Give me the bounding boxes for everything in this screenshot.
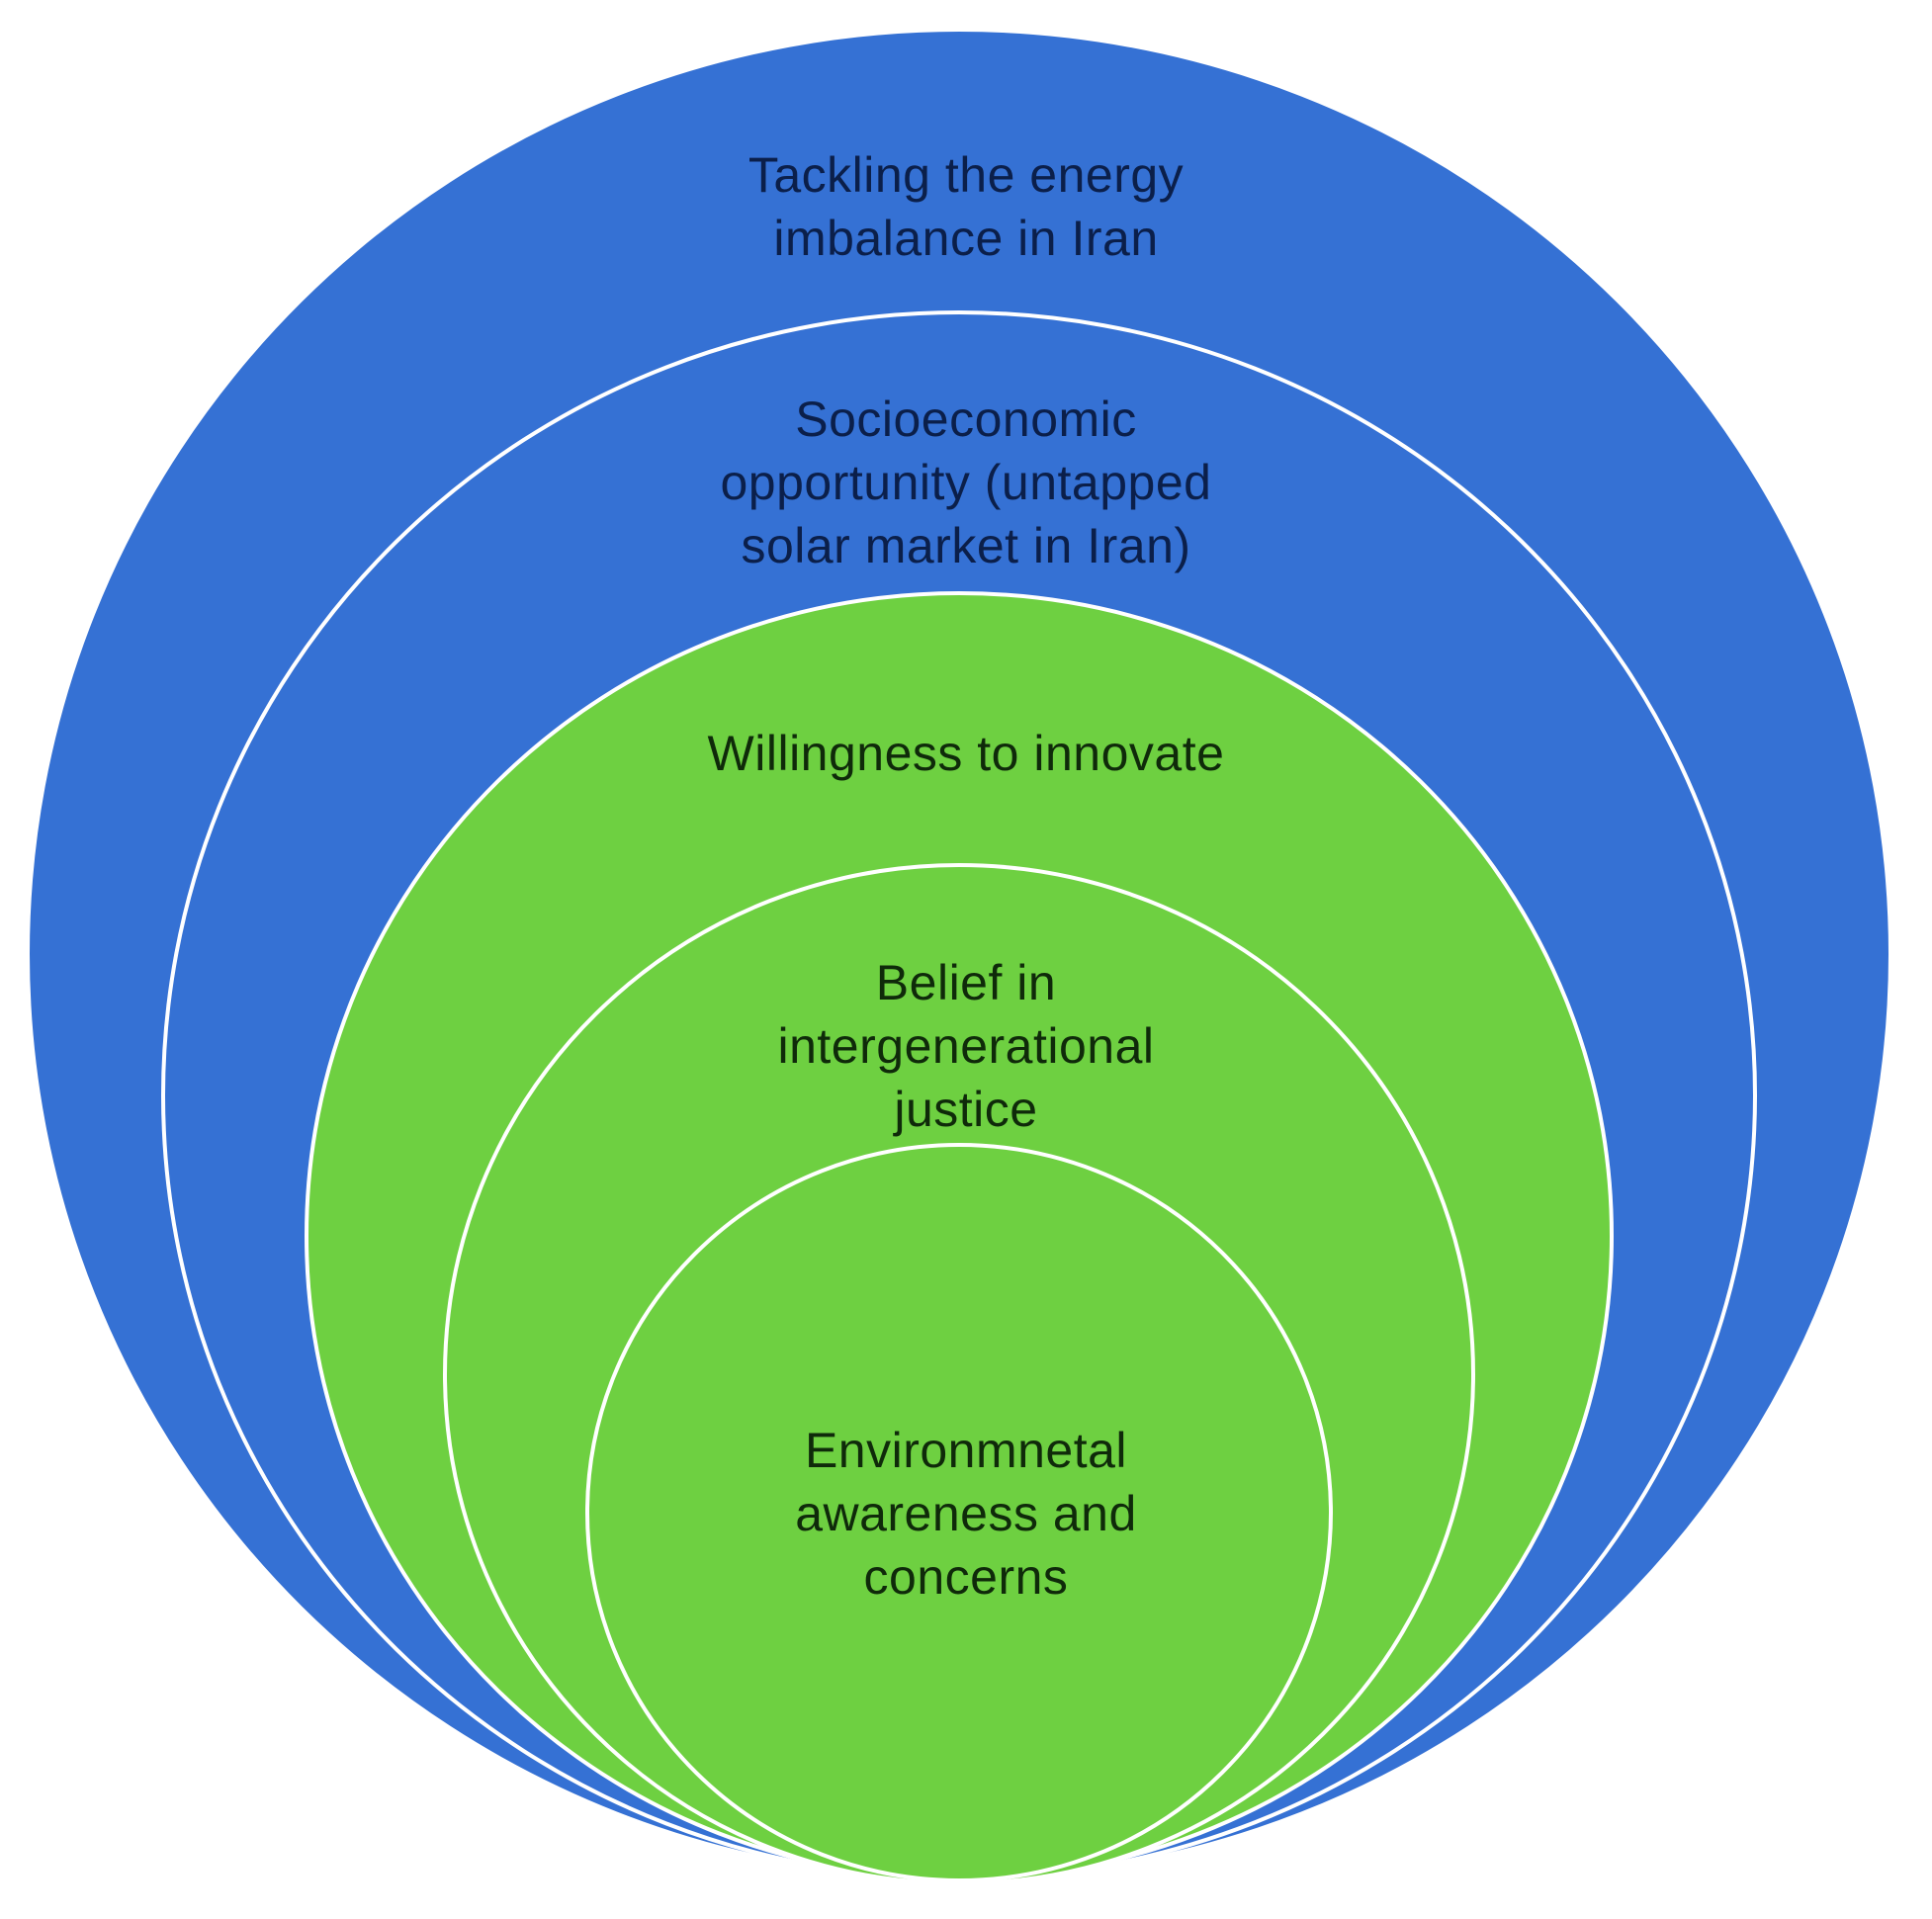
ring-5-circle — [585, 1143, 1333, 1882]
ring-5-line-3: concerns — [863, 1549, 1069, 1605]
ring-2-line-2: opportunity (untapped — [720, 455, 1212, 510]
ring-3-line-1: Willingness to innovate — [707, 726, 1225, 781]
ring-2-label: Socioeconomic opportunity (untapped sola… — [0, 388, 1932, 577]
ring-1-line-2: imbalance in Iran — [773, 211, 1159, 266]
ring-5-line-2: awareness and — [795, 1486, 1137, 1541]
ring-4-line-3: justice — [894, 1082, 1038, 1137]
ring-2-line-1: Socioeconomic — [795, 392, 1137, 447]
ring-2-line-3: solar market in Iran) — [741, 518, 1191, 573]
ring-5-line-1: Environmnetal — [804, 1423, 1128, 1478]
ring-1-label: Tackling the energy imbalance in Iran — [0, 143, 1932, 270]
ring-4-line-1: Belief in — [875, 955, 1057, 1010]
ring-5-label: Environmnetal awareness and concerns — [0, 1419, 1932, 1609]
ring-1-line-1: Tackling the energy — [747, 147, 1185, 203]
ring-4-line-2: intergenerational — [777, 1018, 1155, 1074]
ring-4-label: Belief in intergenerational justice — [0, 951, 1932, 1141]
ring-3-label: Willingness to innovate — [0, 722, 1932, 785]
